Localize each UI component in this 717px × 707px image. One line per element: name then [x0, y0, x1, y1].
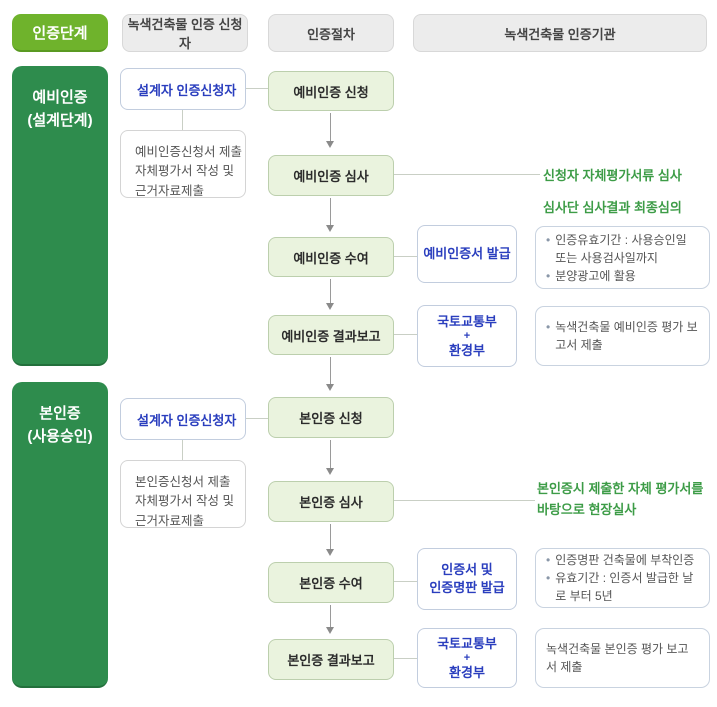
step-pre-report: 예비인증 결과보고 — [268, 315, 394, 355]
step-main-report: 본인증 결과보고 — [268, 639, 394, 680]
pre-issue-box: 예비인증서 발급 — [417, 225, 517, 283]
note-item: • 인증유효기간 : 사용승인일 또는 사용검사일까지 — [546, 231, 699, 267]
step-main-award: 본인증 수여 — [268, 562, 394, 603]
connector-line — [182, 110, 183, 130]
section-main-line2: (사용승인) — [27, 428, 93, 446]
bullet-icon: • — [546, 268, 551, 283]
arrow-down-icon — [326, 198, 334, 232]
main-review-note-2: 바탕으로 현장실사 — [537, 501, 637, 517]
main-issue-box: 인증서 및 인증명판 발급 — [417, 548, 517, 610]
desc-line: 근거자료제출 — [135, 183, 205, 198]
connector-line — [394, 174, 540, 175]
agency-line: 환경부 — [449, 342, 485, 358]
desc-line: 예비인증신청서 제출 — [135, 145, 242, 159]
arrow-down-icon — [326, 440, 334, 475]
pre-applicant-desc-box: 예비인증신청서 제출 자체평가서 작성 및 근거자료제출 — [120, 130, 246, 198]
note-item: • 분양광고에 활용 — [546, 267, 636, 285]
header-applicant-column: 녹색건축물 인증 신청자 — [122, 14, 248, 52]
step-main-review: 본인증 심사 — [268, 481, 394, 522]
section-main-line1: 본인증 — [39, 405, 81, 422]
step-pre-review: 예비인증 심사 — [268, 155, 394, 196]
plus-icon: + — [463, 651, 471, 664]
pre-report-notes-box: • 녹색건축물 예비인증 평가 보고서 제출 — [535, 306, 710, 366]
pre-award-notes-box: • 인증유효기간 : 사용승인일 또는 사용검사일까지 • 분양광고에 활용 — [535, 226, 710, 289]
bullet-icon: • — [546, 553, 551, 567]
section-pre-label: 예비인증 (설계단계) — [12, 66, 108, 366]
section-main-label: 본인증 (사용승인) — [12, 382, 108, 688]
connector-line — [394, 334, 417, 335]
connector-line — [394, 658, 417, 659]
agency-line: 국토교통부 — [437, 635, 497, 651]
section-pre-line1: 예비인증 — [32, 89, 88, 106]
main-award-notes-box: • 인증명판 건축물에 부착인증 • 유효기간 : 인증서 발급한 날로 부터 … — [535, 548, 710, 608]
pre-review-note-2: 심사단 심사결과 최종심의 — [543, 200, 682, 215]
pre-applicant-box: 설계자 인증신청자 — [120, 68, 246, 110]
connector-line — [182, 440, 183, 460]
arrow-down-icon — [326, 605, 334, 634]
arrow-down-icon — [326, 357, 334, 391]
section-pre-line2: (설계단계) — [27, 112, 93, 130]
header-process-column: 인증절차 — [268, 14, 394, 52]
note-text: 분양광고에 활용 — [555, 268, 636, 283]
note-text: 인증명판 건축물에 부착인증 — [555, 553, 695, 567]
issue-line: 인증서 및 — [441, 562, 493, 578]
pre-review-note-1: 신청자 자체평가서류 심사 — [543, 168, 682, 183]
arrow-down-icon — [326, 524, 334, 556]
bullet-icon: • — [546, 232, 551, 247]
header-stage-label: 인증단계 — [12, 14, 108, 52]
header-agency-column: 녹색건축물 인증기관 — [413, 14, 707, 52]
connector-line — [394, 500, 535, 501]
bullet-icon: • — [546, 571, 551, 585]
desc-line: 자체평가서 작성 및 — [135, 164, 234, 179]
note-item: • 인증명판 건축물에 부착인증 — [546, 551, 694, 569]
plus-icon: + — [463, 329, 471, 342]
connector-line — [394, 581, 417, 582]
pre-agency-box: 국토교통부 + 환경부 — [417, 305, 517, 367]
agency-line: 환경부 — [449, 664, 485, 680]
main-applicant-desc-box: 본인증신청서 제출 자체평가서 작성 및 근거자료제출 — [120, 460, 246, 528]
note-text: 유효기간 : 인증서 발급한 날로 부터 5년 — [555, 571, 694, 603]
connector-line — [246, 418, 268, 419]
bullet-icon: • — [546, 320, 551, 334]
connector-line — [394, 256, 417, 257]
note-text: 녹색건축물 본인증 평가 보고서 제출 — [546, 642, 689, 674]
note-item: • 유효기간 : 인증서 발급한 날로 부터 5년 — [546, 569, 699, 605]
agency-line: 국토교통부 — [437, 313, 497, 329]
main-applicant-box: 설계자 인증신청자 — [120, 398, 246, 440]
note-text: 녹색건축물 예비인증 평가 보고서 제출 — [555, 320, 698, 352]
step-pre-award: 예비인증 수여 — [268, 237, 394, 277]
arrow-down-icon — [326, 279, 334, 310]
main-review-note-1: 본인증시 제출한 자체 평가서를 — [537, 481, 704, 496]
issue-line: 인증명판 발급 — [429, 580, 505, 595]
note-item: • 녹색건축물 예비인증 평가 보고서 제출 — [546, 318, 699, 354]
arrow-down-icon — [326, 113, 334, 148]
desc-line: 본인증신청서 제출 — [135, 475, 231, 489]
note-text: 인증유효기간 : 사용승인일 또는 사용검사일까지 — [555, 232, 687, 265]
step-main-apply: 본인증 신청 — [268, 397, 394, 438]
step-pre-apply: 예비인증 신청 — [268, 71, 394, 111]
desc-line: 자체평가서 작성 및 — [135, 494, 234, 509]
main-agency-box: 국토교통부 + 환경부 — [417, 628, 517, 688]
main-report-notes-box: 녹색건축물 본인증 평가 보고서 제출 — [535, 628, 710, 688]
connector-line — [246, 88, 268, 89]
main-review-note: 본인증시 제출한 자체 평가서를 바탕으로 현장실사 — [537, 479, 715, 521]
desc-line: 근거자료제출 — [135, 513, 205, 528]
